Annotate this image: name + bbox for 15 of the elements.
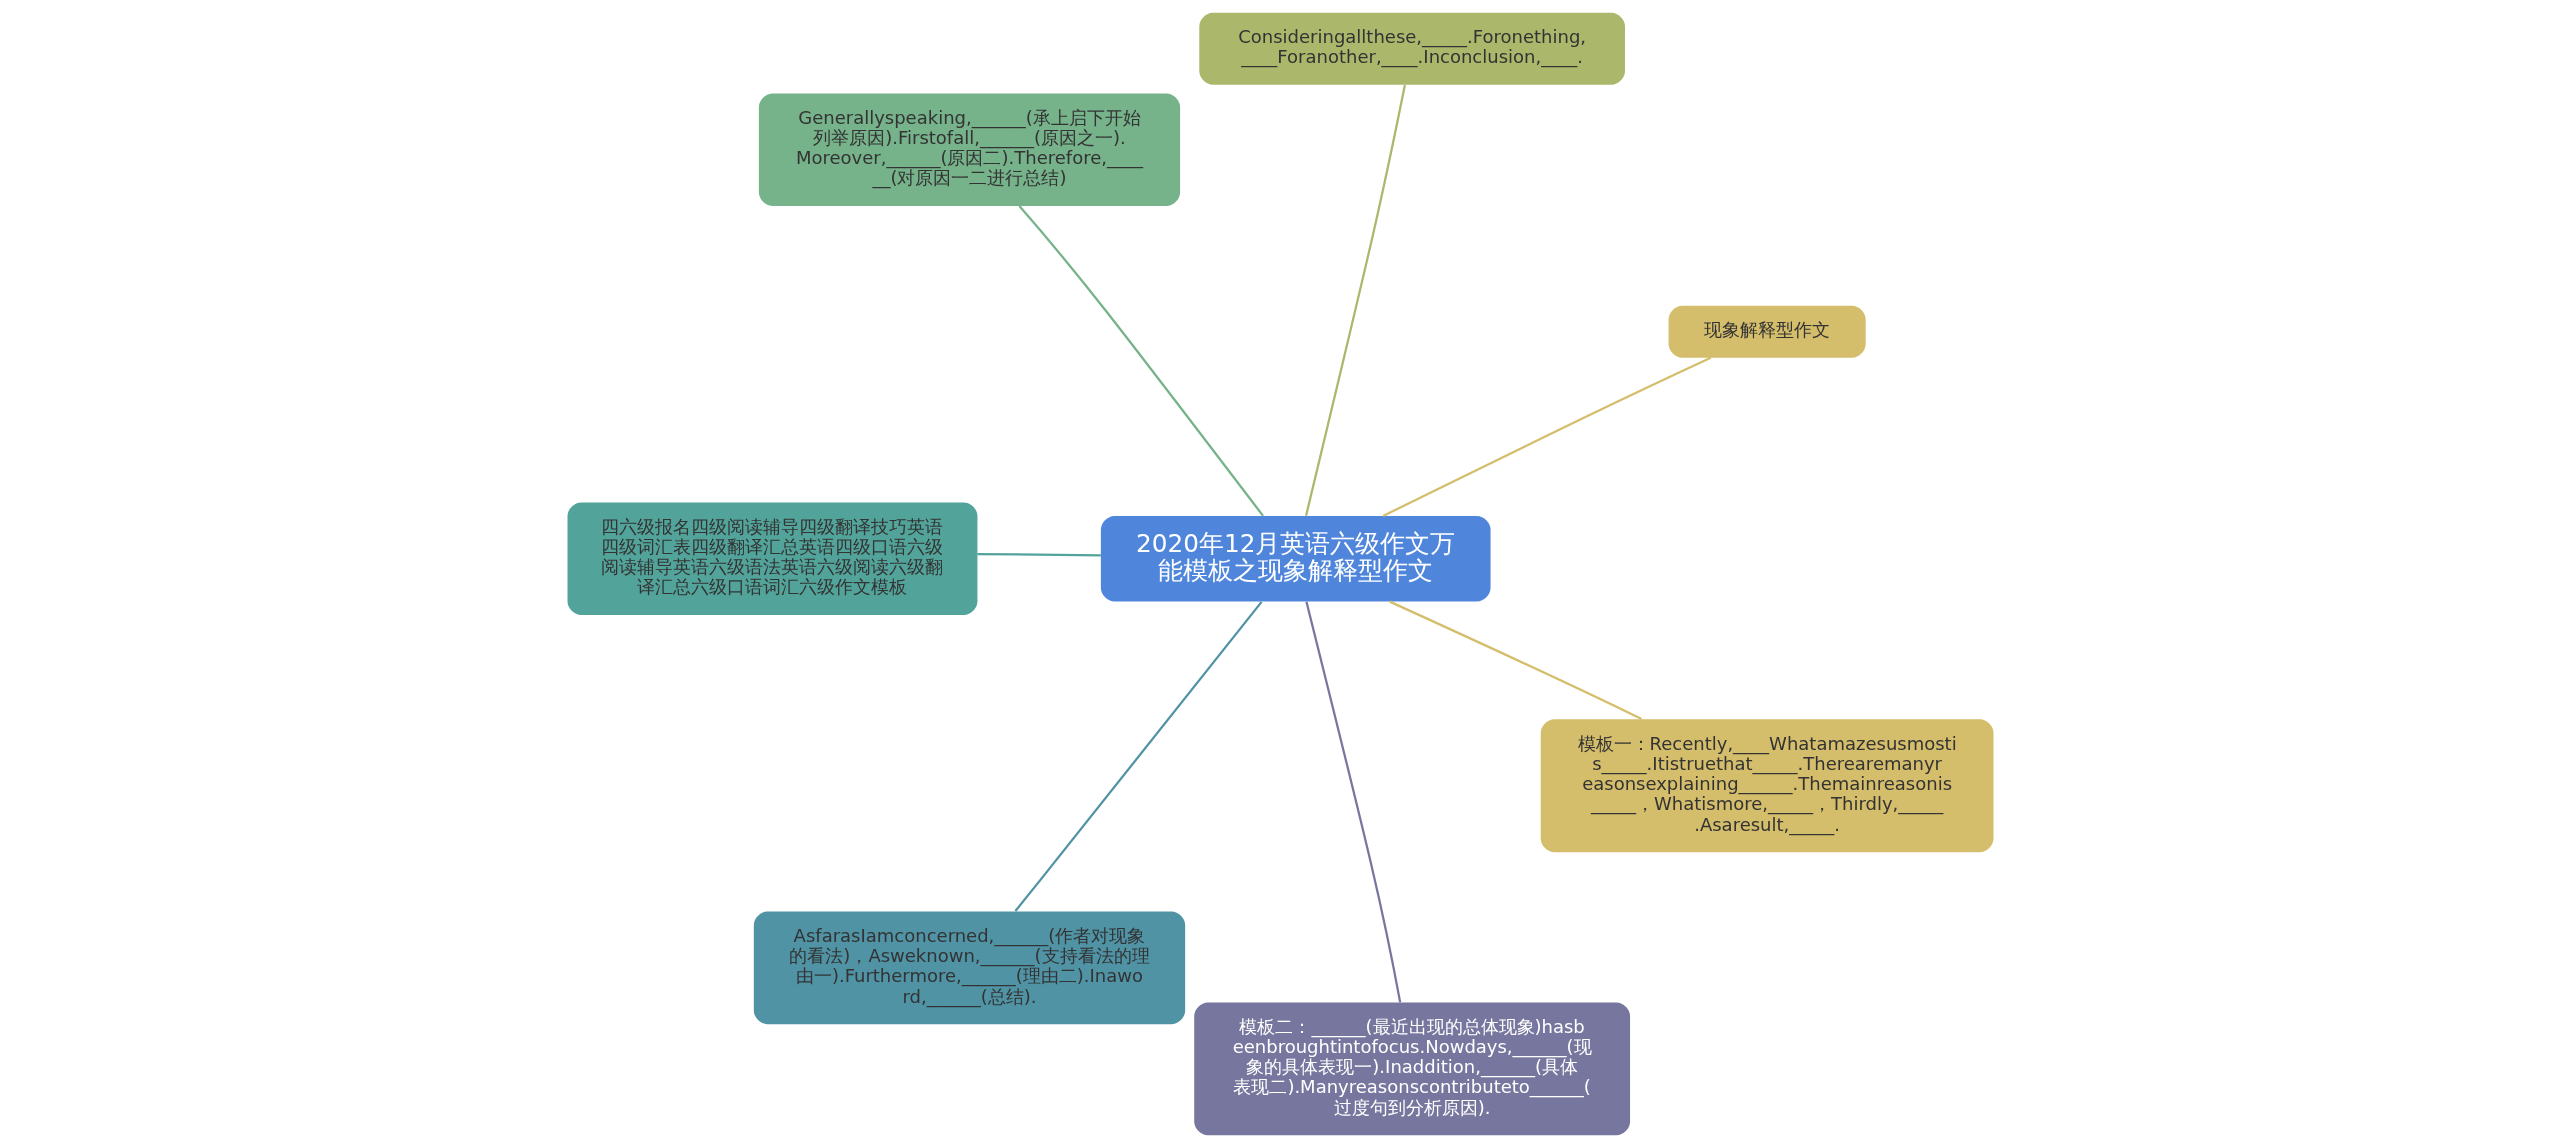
- connector: [976, 552, 1101, 557]
- connector: [1388, 600, 1642, 721]
- connector: [1304, 601, 1401, 1003]
- node-box: Generallyspeaking,______(承上启下开始列举原因).Firstofall,______(原因之一).Moreover,______(原因二).Therefore,______(对原因一二进行总结): [758, 93, 1180, 207]
- connector: [1018, 205, 1264, 517]
- node-box: 2020年12月英语六级作文万能模板之现象解释型作文: [1100, 516, 1491, 602]
- node-box: 现象解释型作文: [1668, 305, 1866, 358]
- node-box: Consideringallthese,_____.Foronething,____Foranother,____.Inconclusion,____.: [1198, 12, 1625, 85]
- connector: [1382, 356, 1711, 517]
- node-box: 四六级报名四级阅读辅导四级翻译技巧英语四级词汇表四级翻译汇总英语四级口语六级阅读辅导英语六级语法英语六级阅读六级翻译汇总六级口语词汇六级作文模板: [567, 502, 977, 616]
- node-box: 模板二：______(最近出现的总体现象)hasbeenbroughtintofocus.Nowdays,______(现象的具体表现一).Inaddition,______(具体表现二).Manyreasonscontributeto______(过度句到分析原因).: [1193, 1002, 1630, 1136]
- connector: [1304, 84, 1406, 517]
- node-box: 模板一：Recently,____Whatamazesusmostis_____.Itistruethat_____.Therearemanyreasonsexplaining______.Themainreasonis_____，Whatismore,_____，Thirdly,_____.Asaresult,_____.: [1540, 719, 1993, 853]
- connector: [1014, 601, 1262, 912]
- node-box: AsfarasIamconcerned,______(作者对现象的看法)，Asweknown,______(支持看法的理由一).Furthermore,______(理由二).Inaword,______(总结).: [753, 911, 1185, 1025]
